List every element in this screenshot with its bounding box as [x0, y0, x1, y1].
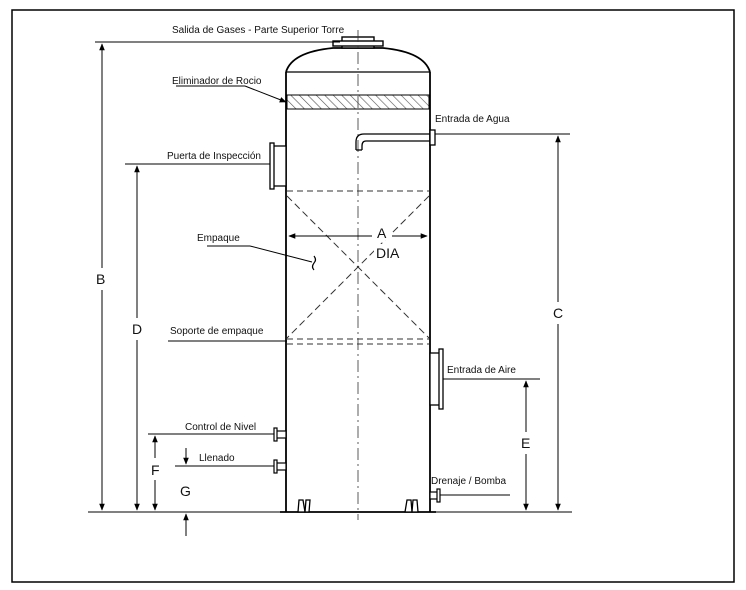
dim-e-label: E [521, 435, 530, 451]
dim-b-label: B [96, 271, 105, 287]
label-mask-dia [374, 244, 410, 260]
label-drain-pump: Drenaje / Bomba [431, 476, 506, 487]
label-level-control: Control de Nivel [185, 422, 256, 433]
dim-dia-label: DIA [376, 245, 400, 261]
air-inlet-nozzle [429, 348, 444, 410]
label-water-inlet: Entrada de Agua [435, 114, 510, 125]
label-fill: Llenado [199, 453, 235, 464]
packing-bed [286, 195, 430, 339]
label-inspection-door: Puerta de Inspección [167, 151, 261, 162]
dim-d-label: D [132, 321, 142, 337]
packing-support [287, 338, 429, 345]
label-packing: Empaque [197, 233, 240, 244]
drain-nozzle [429, 488, 441, 503]
eliminator-leader [244, 85, 287, 103]
inspection-door [269, 142, 287, 190]
outer-border [11, 9, 735, 583]
label-air-inlet: Entrada de Aire [447, 365, 516, 376]
level-control-nozzle [273, 427, 287, 442]
fill-nozzle [273, 459, 287, 474]
label-mask-a [372, 226, 392, 240]
tower-legs [297, 499, 419, 513]
mist-eliminator [286, 94, 430, 110]
packing-squiggle [311, 255, 317, 271]
packing-leader [249, 245, 313, 263]
dim-c-label: C [553, 305, 563, 321]
dim-a-label: A [377, 225, 387, 241]
water-inlet-pipe [355, 129, 436, 151]
dim-g-label: G [180, 483, 191, 499]
label-packing-support: Soporte de empaque [170, 326, 264, 337]
dim-f-label: F [151, 462, 160, 478]
label-gas-outlet: Salida de Gases - Parte Superior Torre [172, 25, 345, 36]
label-mist-eliminator: Eliminador de Rocio [172, 76, 262, 87]
